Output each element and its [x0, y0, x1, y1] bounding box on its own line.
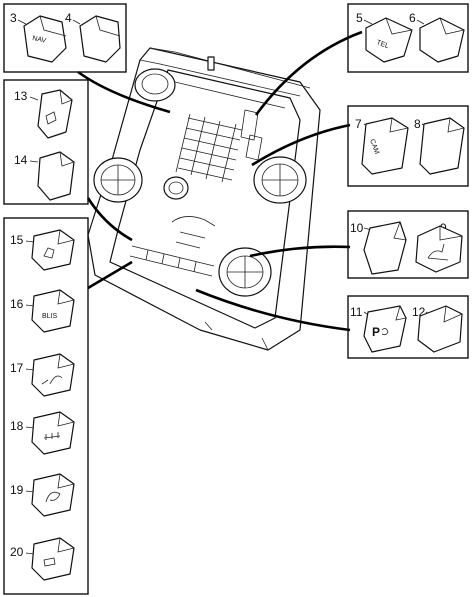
right-upper-rotary-knob	[253, 156, 307, 204]
callout-16: 16	[10, 297, 24, 311]
box-parts-7-8	[347, 105, 469, 187]
control-panel-assembly	[87, 47, 321, 351]
blis-button-label: BLIS	[42, 313, 58, 320]
callout-17: 17	[10, 361, 24, 375]
recirculation-icon	[45, 491, 61, 503]
box-parts-9-10	[347, 210, 469, 279]
button-cap-18	[31, 411, 75, 455]
leader-lines	[77, 30, 363, 332]
callout-15: 15	[10, 233, 24, 247]
blank-button-cap-10	[363, 221, 407, 275]
box-parts-3-4	[3, 3, 127, 73]
parking-button-cap: P	[363, 305, 407, 353]
blis-button-cap: BLIS	[31, 289, 75, 333]
cam-button-cap: CAM	[361, 117, 409, 175]
callout-6: 6	[409, 11, 416, 25]
tel-button-label: TEL	[375, 39, 390, 50]
callout-4: 4	[65, 11, 72, 25]
box-parts-13-14	[3, 79, 89, 205]
button-slot-grid	[175, 109, 263, 183]
callout-7: 7	[355, 117, 362, 131]
blank-button-cap-8	[419, 117, 465, 175]
blank-button-cap-6	[419, 17, 465, 63]
callout-18: 18	[10, 419, 24, 433]
blank-button-cap-12	[417, 305, 463, 353]
callout-20: 20	[10, 545, 24, 559]
left-rotary-knob	[93, 157, 143, 203]
parking-icon: P	[372, 325, 380, 339]
box-parts-11-12	[347, 295, 469, 359]
blank-button-cap-4	[79, 15, 121, 63]
esc-icon	[45, 111, 57, 125]
esc-button-cap	[37, 89, 73, 139]
button-cap-17	[31, 353, 75, 397]
callout-13: 13	[14, 89, 28, 103]
blank-button-cap-14	[37, 151, 75, 201]
callout-5: 5	[356, 11, 363, 25]
seat-icon	[427, 243, 449, 261]
callout-10: 10	[350, 221, 364, 235]
button-cap-15	[31, 229, 75, 271]
callout-19: 19	[10, 483, 24, 497]
nav-button-label: NAV	[32, 35, 47, 45]
box-parts-5-6	[347, 3, 469, 73]
callout-8: 8	[414, 117, 421, 131]
cam-button-label: CAM	[368, 138, 380, 155]
right-lower-rotary-knob	[218, 247, 272, 297]
button-cap-19	[31, 473, 75, 517]
callout-3: 3	[10, 11, 17, 25]
rear-defrost-icon	[43, 432, 61, 440]
seat-icon-button-cap	[415, 225, 463, 273]
seat-adjust-icon	[41, 375, 63, 385]
tel-button-cap: TEL	[365, 17, 413, 63]
heated-seat-icon	[43, 247, 55, 259]
nav-button-cap: NAV	[23, 15, 67, 63]
box-parts-15-20	[3, 217, 89, 595]
callout-11: 11	[350, 305, 363, 319]
callout-14: 14	[14, 153, 28, 167]
blank-button-cap-20	[31, 537, 75, 581]
